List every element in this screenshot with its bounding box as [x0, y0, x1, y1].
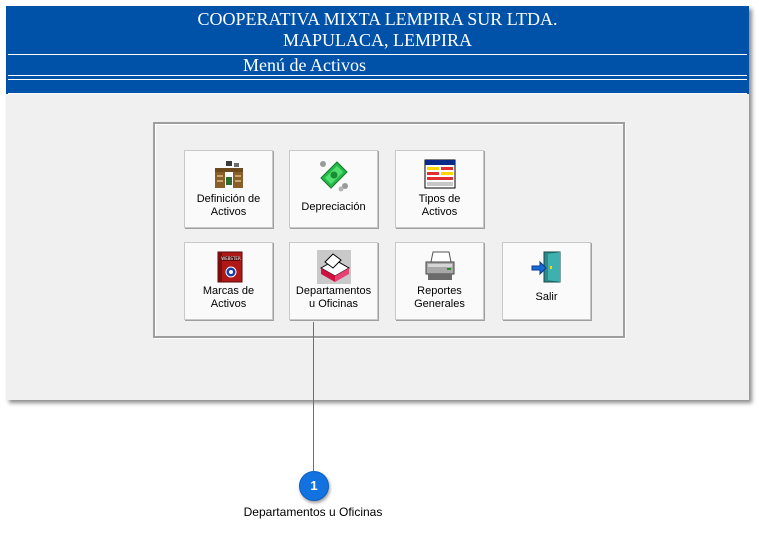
label-line-1: Reportes	[417, 285, 462, 297]
card-file-icon	[317, 250, 351, 284]
callout-connector-line	[313, 322, 314, 471]
salir-label: Salir	[535, 291, 558, 303]
menu-title: Menú de Activos	[243, 55, 366, 75]
tipos-activos-label: Tipos de Activos	[396, 193, 483, 219]
menu-title-bar: Menú de Activos	[8, 54, 747, 76]
exit-door-icon	[531, 251, 561, 283]
departamentos-oficinas-label: Departamentos u Oficinas	[290, 285, 377, 311]
form-window-icon	[424, 159, 456, 189]
label-line-1: Departamentos	[295, 285, 372, 297]
label-line-2: u Oficinas	[309, 298, 358, 310]
label-line-2: Generales	[414, 298, 465, 310]
label-line-1: Marcas de	[202, 285, 255, 297]
asset-menu-window: COOPERATIVA MIXTA LEMPIRA SUR LTDA. MAPU…	[6, 6, 749, 400]
header-band: COOPERATIVA MIXTA LEMPIRA SUR LTDA. MAPU…	[6, 6, 749, 94]
menu-sub-bar	[8, 79, 747, 94]
label-line-1: Definición de	[196, 193, 261, 205]
definicion-activos-button[interactable]: Definición de Activos	[184, 150, 273, 228]
departamentos-oficinas-button[interactable]: Departamentos u Oficinas	[289, 242, 378, 320]
reportes-generales-label: Reportes Generales	[396, 285, 483, 311]
callout-description: Departamentos u Oficinas	[243, 505, 383, 519]
salir-button[interactable]: Salir	[502, 242, 591, 320]
callout-number-badge: 1	[299, 471, 329, 501]
marcas-activos-button[interactable]: WEBSTER Marcas de Activos	[184, 242, 273, 320]
money-icon	[320, 161, 348, 192]
desk-icon	[215, 161, 243, 188]
depreciacion-label: Depreciación	[301, 201, 366, 213]
depreciacion-button[interactable]: Depreciación	[289, 150, 378, 228]
label-line-1: Tipos de	[418, 193, 461, 205]
tipos-activos-button[interactable]: Tipos de Activos	[395, 150, 484, 228]
reportes-generales-button[interactable]: Reportes Generales	[395, 242, 484, 320]
button-panel: Definición de Activos Depreciación	[153, 122, 625, 338]
webster-book-icon: WEBSTER	[217, 251, 243, 283]
organization-name: COOPERATIVA MIXTA LEMPIRA SUR LTDA.	[197, 9, 558, 29]
label-line-2: Activos	[210, 298, 247, 310]
printer-icon	[425, 251, 455, 280]
marcas-activos-label: Marcas de Activos	[185, 285, 272, 311]
svg-text:WEBSTER: WEBSTER	[221, 256, 241, 261]
label-line-2: Activos	[210, 206, 247, 218]
organization-location: MAPULACA, LEMPIRA	[282, 30, 473, 50]
label-line-2: Activos	[421, 206, 458, 218]
definicion-activos-label: Definición de Activos	[185, 193, 272, 219]
